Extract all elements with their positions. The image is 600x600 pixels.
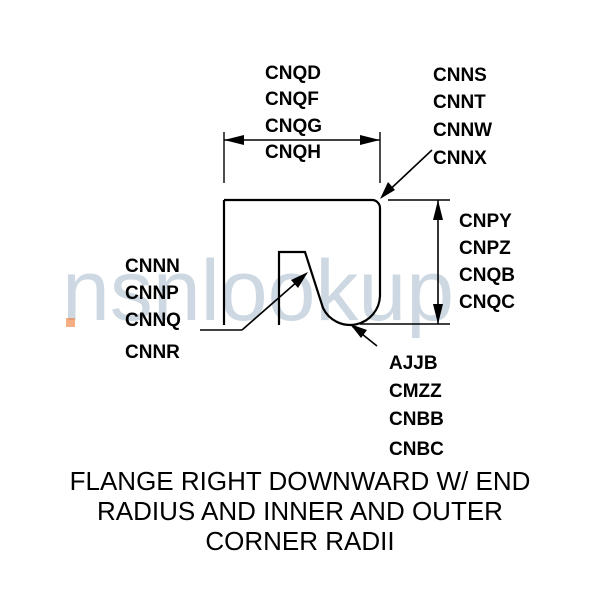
watermark-dot — [66, 318, 75, 327]
flange-height-code: CNPZ — [459, 238, 511, 259]
inner-corner-code: CNBB — [389, 409, 444, 430]
outer-corner-code: CNNX — [433, 148, 487, 169]
diagram-caption: FLANGE RIGHT DOWNWARD W/ END RADIUS AND … — [0, 466, 600, 556]
inner-corner-code: AJJB — [389, 353, 438, 374]
caption-line: FLANGE RIGHT DOWNWARD W/ END — [69, 466, 531, 496]
watermark: nsnlookup — [62, 243, 454, 339]
flange-outline — [222, 198, 382, 327]
flange-height-code: CNQC — [459, 292, 515, 313]
caption-line: CORNER RADII — [205, 526, 395, 556]
top-dimension-code: CNQG — [265, 116, 322, 137]
height-dimension-arrow-top — [433, 200, 443, 220]
height-dimension-arrow-bottom — [433, 304, 443, 324]
end-radius-arrow — [291, 272, 308, 288]
top-dimension-code: CNQF — [265, 89, 319, 110]
inner-corner-arrow — [350, 324, 367, 338]
top-dimension-arrow-left — [224, 135, 244, 145]
end-radius-code: CNNR — [125, 342, 180, 363]
flange-height-code: CNPY — [459, 211, 512, 232]
end-radius-code: CNNP — [125, 283, 179, 304]
end-radius-code: CNNQ — [125, 310, 181, 331]
outer-corner-code: CNNT — [433, 92, 486, 113]
outer-corner-code: CNNW — [433, 120, 492, 141]
outer-corner-code: CNNS — [433, 65, 487, 86]
top-dimension-arrow-right — [360, 135, 380, 145]
top-dimension-code: CNQH — [265, 142, 321, 163]
end-radius-code: CNNN — [125, 256, 180, 277]
flange-height-code: CNQB — [459, 265, 515, 286]
inner-corner-code: CNBC — [389, 439, 444, 460]
inner-corner-code: CMZZ — [389, 381, 442, 402]
caption-line: RADIUS AND INNER AND OUTER — [97, 496, 503, 526]
top-dimension-code: CNQD — [265, 63, 321, 84]
outer-corner-arrow — [380, 182, 395, 199]
